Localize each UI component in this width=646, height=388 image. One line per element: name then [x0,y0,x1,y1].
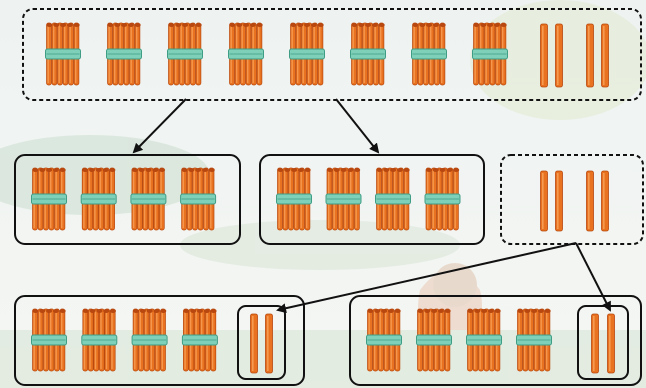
bundle [181,308,218,372]
bundle [416,308,452,372]
bottom-right-sticks-box [577,305,629,380]
bundle [366,308,402,372]
stick [555,170,563,232]
bundle [131,308,168,372]
bundle [375,167,411,231]
bundle [81,308,118,372]
arrow-leftover-to-bottom-right [575,242,611,312]
stick [250,313,258,374]
bundle [31,167,67,231]
stick [586,23,594,88]
bundle [180,167,217,231]
bundle [31,308,67,372]
bundle [411,22,447,86]
bundle [167,22,203,86]
bundle [106,22,142,86]
bundle [516,308,552,372]
arrow-leftover-to-bottom-left [276,242,577,314]
bundle [472,22,508,86]
stick [601,170,609,232]
bundle [130,167,167,231]
bottom-left-sticks-box [237,305,286,380]
bundle [289,22,325,86]
middle-leftover-box [500,154,644,245]
bottom-left-box [14,295,305,386]
bundle [350,22,386,86]
bundle [325,167,362,231]
stick [540,170,548,232]
arrow-top-to-middle-left [132,98,187,154]
stick [555,23,563,88]
bundle [276,167,312,231]
bundle [424,167,461,231]
bundle [80,167,117,231]
bundle [228,22,264,86]
stick [601,23,609,88]
middle-left-box [14,154,241,245]
bundle [45,22,81,86]
stick [265,313,273,374]
bottom-right-box [349,295,642,386]
stick [607,313,615,374]
middle-right-box [259,154,485,245]
stick [586,170,594,232]
stick [540,23,548,88]
bundle [466,308,502,372]
stick [591,313,599,374]
arrow-top-to-middle-right [335,98,380,154]
